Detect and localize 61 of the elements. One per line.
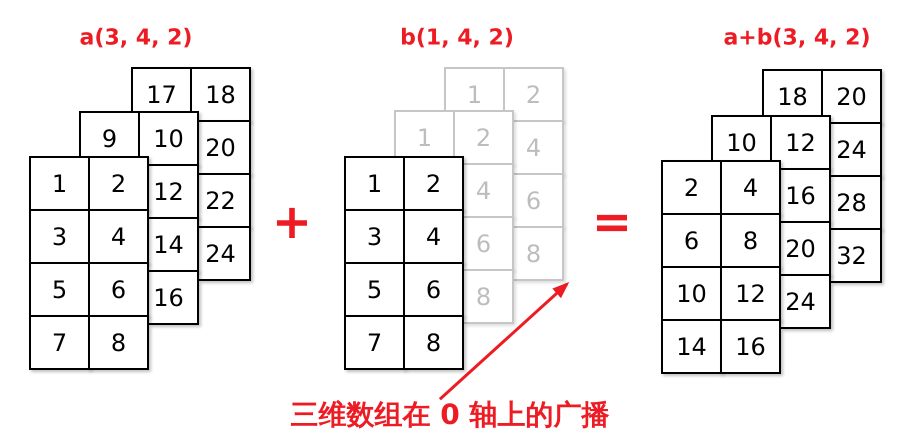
array-cell: 6 bbox=[464, 216, 514, 271]
array-cell: 20 bbox=[781, 221, 831, 276]
plus-sign: + bbox=[272, 198, 312, 246]
array-cell: 2 bbox=[503, 67, 564, 122]
array-cell: 3 bbox=[344, 209, 405, 264]
array-cell: 12 bbox=[149, 164, 199, 219]
caption-text: 三维数组在 0 轴上的广播 bbox=[290, 398, 610, 432]
array-cell: 24 bbox=[199, 226, 251, 281]
array-cell: 6 bbox=[661, 213, 722, 268]
array-cell: 1 bbox=[394, 110, 455, 156]
array-cell: 10 bbox=[661, 266, 722, 321]
array-cell: 18 bbox=[190, 67, 251, 122]
array-cell: 2 bbox=[88, 156, 149, 211]
array-title: b(1, 4, 2) bbox=[400, 25, 514, 51]
array-cell: 16 bbox=[720, 319, 781, 374]
array-cell: 4 bbox=[403, 209, 464, 264]
array-cell: 4 bbox=[514, 120, 564, 175]
array-cell: 4 bbox=[88, 209, 149, 264]
array-cell: 28 bbox=[831, 175, 882, 230]
array-cell: 6 bbox=[88, 262, 149, 317]
array-cell: 18 bbox=[762, 69, 823, 115]
array-cell: 2 bbox=[403, 156, 464, 211]
array-cell: 32 bbox=[831, 228, 882, 283]
array-cell: 1 bbox=[29, 156, 90, 211]
array-cell: 5 bbox=[29, 262, 90, 317]
array-cell: 12 bbox=[720, 266, 781, 321]
array-cell: 14 bbox=[149, 217, 199, 272]
array-cell: 1 bbox=[344, 156, 405, 211]
array-cell: 9 bbox=[79, 111, 140, 156]
array-cell: 20 bbox=[199, 120, 251, 175]
array-cell: 8 bbox=[464, 269, 514, 324]
array-cell: 22 bbox=[199, 173, 251, 228]
array-cell: 8 bbox=[403, 315, 464, 370]
array-cell: 17 bbox=[131, 67, 192, 111]
equals-sign: = bbox=[592, 198, 632, 246]
array-cell: 5 bbox=[344, 262, 405, 317]
array-title: a(3, 4, 2) bbox=[80, 25, 192, 51]
array-cell: 8 bbox=[88, 315, 149, 370]
array-cell: 24 bbox=[781, 274, 831, 329]
array-title: a+b(3, 4, 2) bbox=[723, 25, 871, 51]
array-cell: 14 bbox=[661, 319, 722, 374]
array-cell: 24 bbox=[831, 122, 882, 177]
array-cell: 8 bbox=[720, 213, 781, 268]
array-cell: 20 bbox=[821, 69, 882, 124]
arrow bbox=[438, 282, 570, 400]
array-cell: 2 bbox=[661, 160, 722, 215]
array-cell: 3 bbox=[29, 209, 90, 264]
array-cell: 6 bbox=[403, 262, 464, 317]
array-cell: 10 bbox=[711, 115, 772, 160]
array-cell: 7 bbox=[344, 315, 405, 370]
array-cell: 6 bbox=[514, 173, 564, 228]
array-cell: 1 bbox=[444, 67, 505, 110]
array-cell: 8 bbox=[514, 226, 564, 281]
array-cell: 7 bbox=[29, 315, 90, 370]
array-cell: 4 bbox=[464, 163, 514, 218]
array-cell: 12 bbox=[770, 115, 831, 170]
array-cell: 10 bbox=[138, 111, 199, 166]
array-cell: 4 bbox=[720, 160, 781, 215]
array-cell: 16 bbox=[781, 168, 831, 223]
array-cell: 2 bbox=[453, 110, 514, 165]
array-cell: 16 bbox=[149, 270, 199, 325]
